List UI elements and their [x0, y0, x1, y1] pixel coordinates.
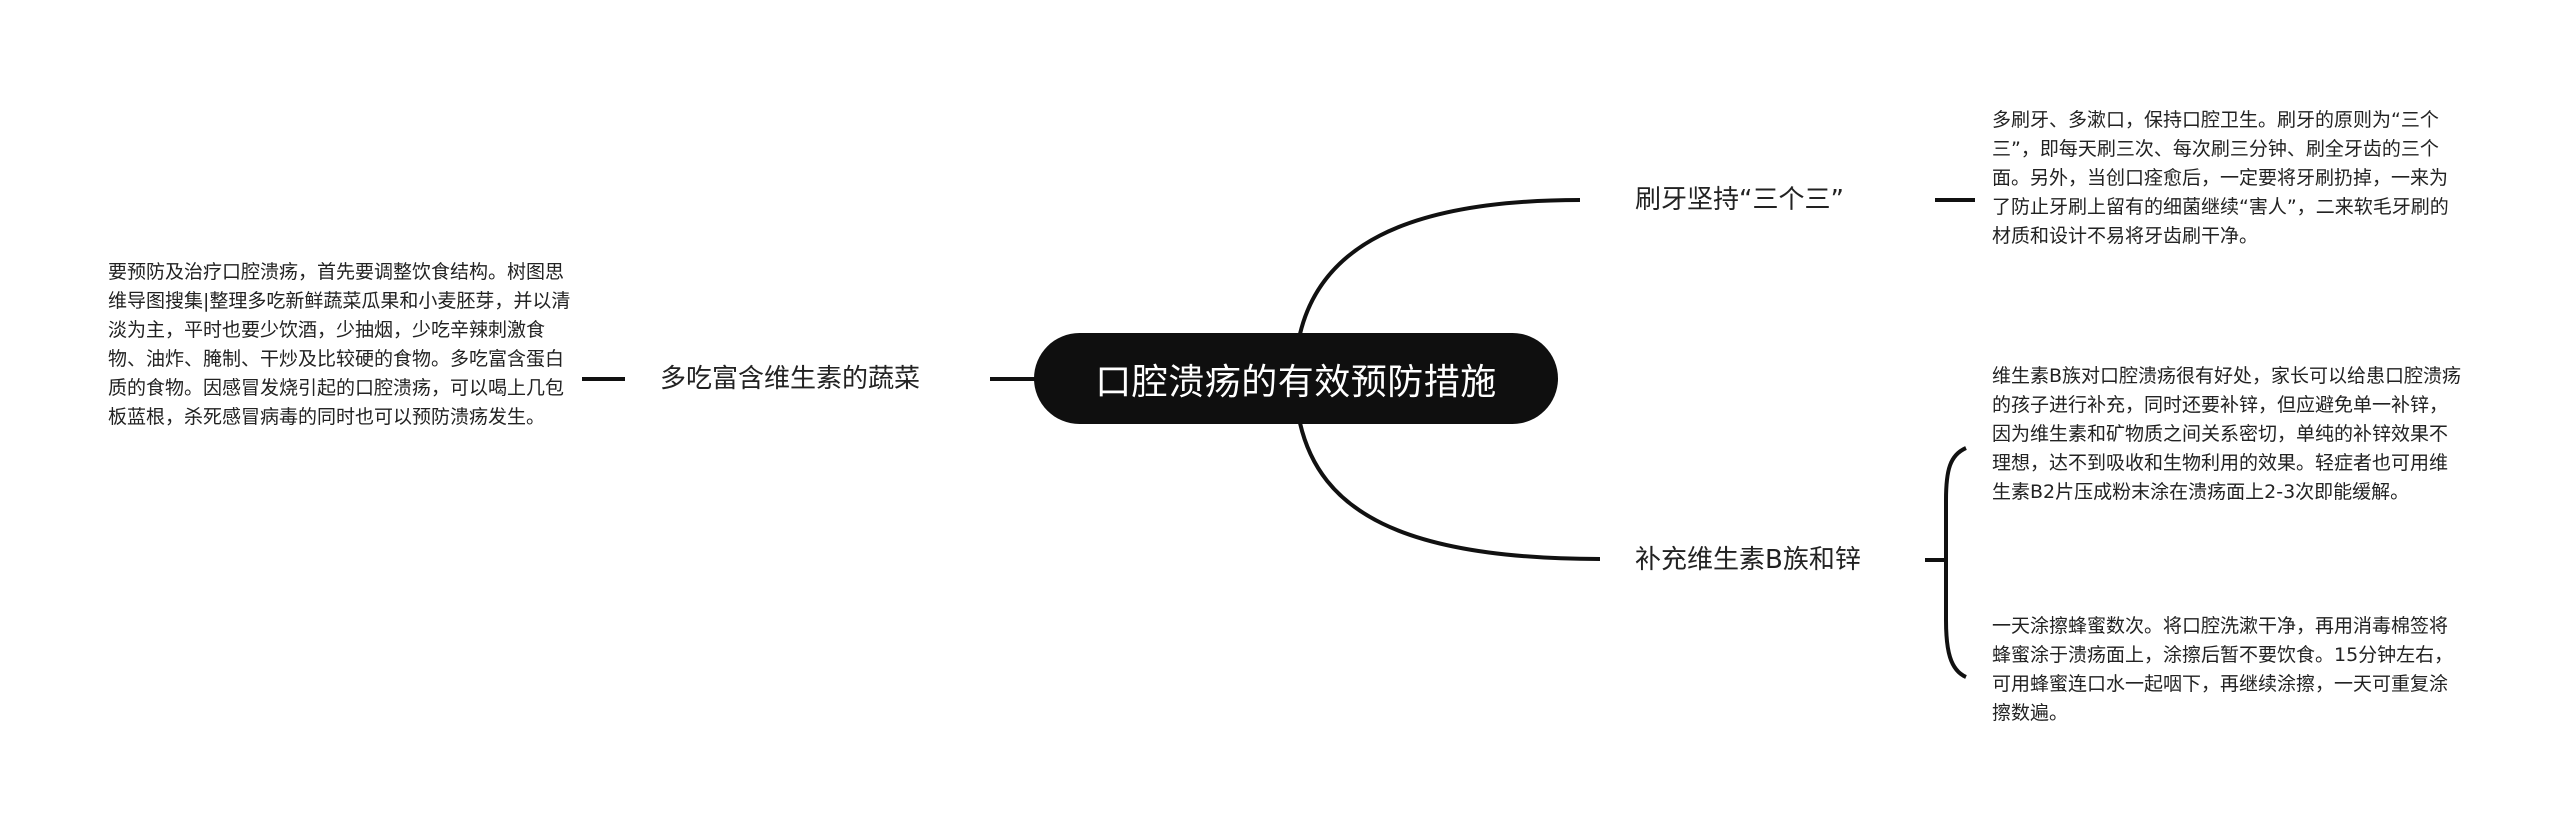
root-node[interactable]: 口腔溃疡的有效预防措施	[1034, 333, 1558, 424]
link-root-to-brush	[1298, 198, 1581, 335]
branch-vegetables[interactable]: 多吃富含维生素的蔬菜	[660, 364, 921, 394]
leaf-honey-detail: 一天涂擦蜂蜜数次。将口腔洗漱干净，再用消毒棉签将蜂蜜涂于溃疡面上，涂擦后暂不要饮…	[1992, 615, 2454, 724]
branch-brush-teeth[interactable]: 刷牙坚持“三个三”	[1635, 185, 1844, 215]
leaf-vitamin-b-detail: 维生素B族对口腔溃疡很有好处，家长可以给患口腔溃疡的孩子进行补充，同时还要补锌，…	[1992, 365, 2462, 503]
leaf-vegetables-detail: 要预防及治疗口腔溃疡，首先要调整饮食结构。树图思维导图搜集|整理多吃新鲜蔬菜瓜果…	[108, 261, 571, 428]
leaf-bracket	[1944, 446, 1967, 679]
branch-vitamin-b-zinc[interactable]: 补充维生素B族和锌	[1635, 545, 1861, 575]
root-title: 口腔溃疡的有效预防措施	[1095, 361, 1497, 403]
link-root-to-vitamin	[1298, 422, 1601, 561]
leaf-brush-teeth-detail: 多刷牙、多漱口，保持口腔卫生。刷牙的原则为“三个三”，即每天刷三次、每次刷三分钟…	[1992, 109, 2449, 247]
